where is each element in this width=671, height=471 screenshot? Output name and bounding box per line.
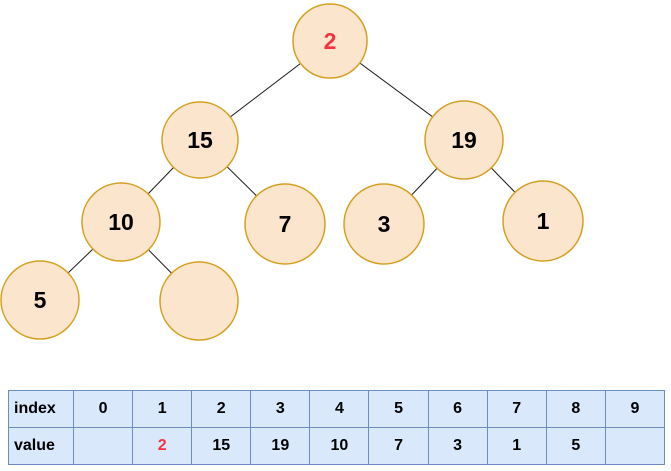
tree-node-circle-ll-right (159, 261, 239, 341)
index-cell-9: 9 (604, 390, 666, 428)
tree-node-label-left: 15 (187, 127, 213, 153)
tree-node-circle-right (424, 100, 504, 180)
index-cell-5: 5 (368, 390, 429, 428)
index-cell-1: 1 (132, 390, 193, 428)
value-cell-7: 1 (486, 427, 547, 465)
index-cell-2: 2 (191, 390, 252, 428)
tree-node-circle-ll-left (0, 260, 80, 340)
tree-node-label-left-left: 10 (108, 209, 134, 235)
value-cell-2: 15 (191, 427, 252, 465)
tree-node-label-left-right: 7 (279, 211, 292, 237)
tree-node-circle-root (292, 3, 368, 79)
value-cell-8: 5 (545, 427, 606, 465)
index-cell-8: 8 (545, 390, 606, 428)
tree-node-label-right-right: 1 (537, 208, 550, 234)
value-cell-6: 3 (427, 427, 488, 465)
value-cell-5: 7 (368, 427, 429, 465)
index-cell-0: 0 (72, 390, 134, 428)
row-label-value: value (8, 427, 74, 465)
tree-node-label-right-left: 3 (378, 211, 391, 237)
tree-node-circle-left (161, 101, 239, 179)
value-cell-1: 2 (132, 427, 193, 465)
tree-node-label-right: 19 (451, 127, 477, 153)
value-cell-3: 19 (250, 427, 311, 465)
tree-node-label-root: 2 (324, 28, 337, 54)
index-cell-7: 7 (486, 390, 547, 428)
value-cell-9 (604, 427, 666, 465)
value-cell-0 (72, 427, 134, 465)
tree-node-circle-right-left (343, 183, 425, 265)
index-cell-3: 3 (250, 390, 311, 428)
index-cell-6: 6 (427, 390, 488, 428)
index-cell-4: 4 (309, 390, 370, 428)
row-label-index: index (8, 390, 74, 428)
tree-node-circle-left-right (244, 183, 326, 265)
tree-node-circle-left-left (81, 182, 161, 262)
tree-node-circle-right-right (502, 180, 584, 262)
tree-node-label-ll-left: 5 (34, 287, 47, 313)
value-cell-4: 10 (309, 427, 370, 465)
